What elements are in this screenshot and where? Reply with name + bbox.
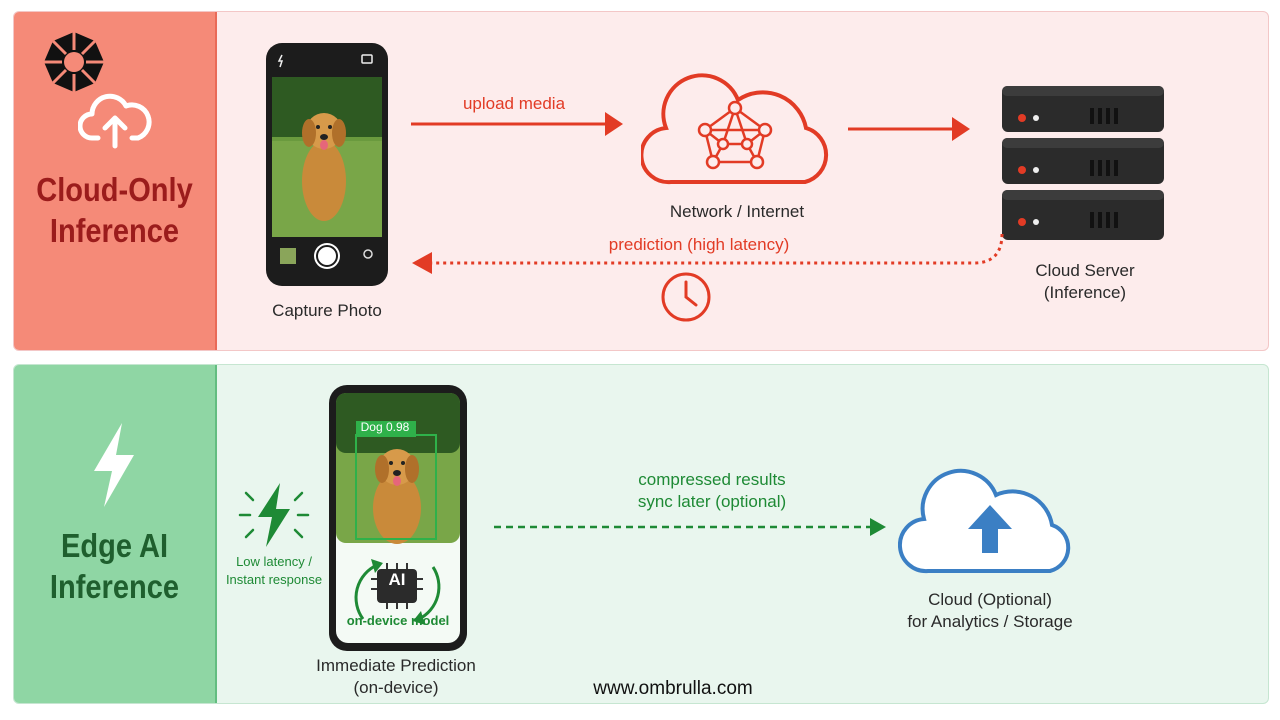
capture-photo-label: Capture Photo [272, 301, 382, 320]
prediction-latency-label: prediction (high latency) [608, 235, 790, 254]
upload-arrow [411, 112, 623, 136]
edge-ai-title: Edge AI Inference [49, 527, 180, 605]
ai-chip-label: AI [388, 570, 406, 589]
server-arrow [848, 117, 970, 141]
network-cloud-icon [641, 73, 829, 185]
low-latency-label: Low latency / Instant response [225, 554, 323, 587]
detection-label: Dog 0.98 [360, 420, 410, 434]
upload-media-label: upload media [462, 94, 566, 113]
lightning-icon [94, 423, 134, 507]
cloud-server-icon [1002, 86, 1164, 240]
cloud-only-title: Cloud-Only Inference [36, 171, 193, 249]
cloud-only-panel: Cloud-Only Inference Capture Photo uploa… [13, 11, 1269, 351]
prediction-return-arrow [412, 233, 1004, 274]
clock-icon [661, 272, 711, 322]
sync-later-label: compressed results sync later (optional) [637, 470, 787, 511]
footer-url: www.ombrulla.com [593, 678, 753, 699]
network-internet-label: Network / Internet [669, 202, 805, 221]
logo-icon [44, 32, 104, 92]
smartphone-capture [266, 43, 388, 286]
optional-cloud-icon [898, 468, 1071, 574]
sync-arrow [494, 518, 886, 536]
cloud-server-label: Cloud Server (Inference) [1035, 261, 1135, 302]
immediate-prediction-label: Immediate Prediction (on-device) [316, 656, 476, 697]
cloud-only-sidebar: Cloud-Only Inference [14, 12, 217, 350]
optional-cloud-label: Cloud (Optional) for Analytics / Storage [907, 590, 1073, 631]
edge-ai-panel: Edge AI Inference Low latency / Instant … [13, 364, 1269, 704]
on-device-model-label: on-device model [346, 613, 450, 628]
cloud-upload-icon [78, 93, 152, 149]
low-latency-lightning-icon [238, 483, 310, 547]
smartphone-edge [329, 385, 467, 651]
edge-ai-sidebar: Edge AI Inference [14, 365, 217, 703]
